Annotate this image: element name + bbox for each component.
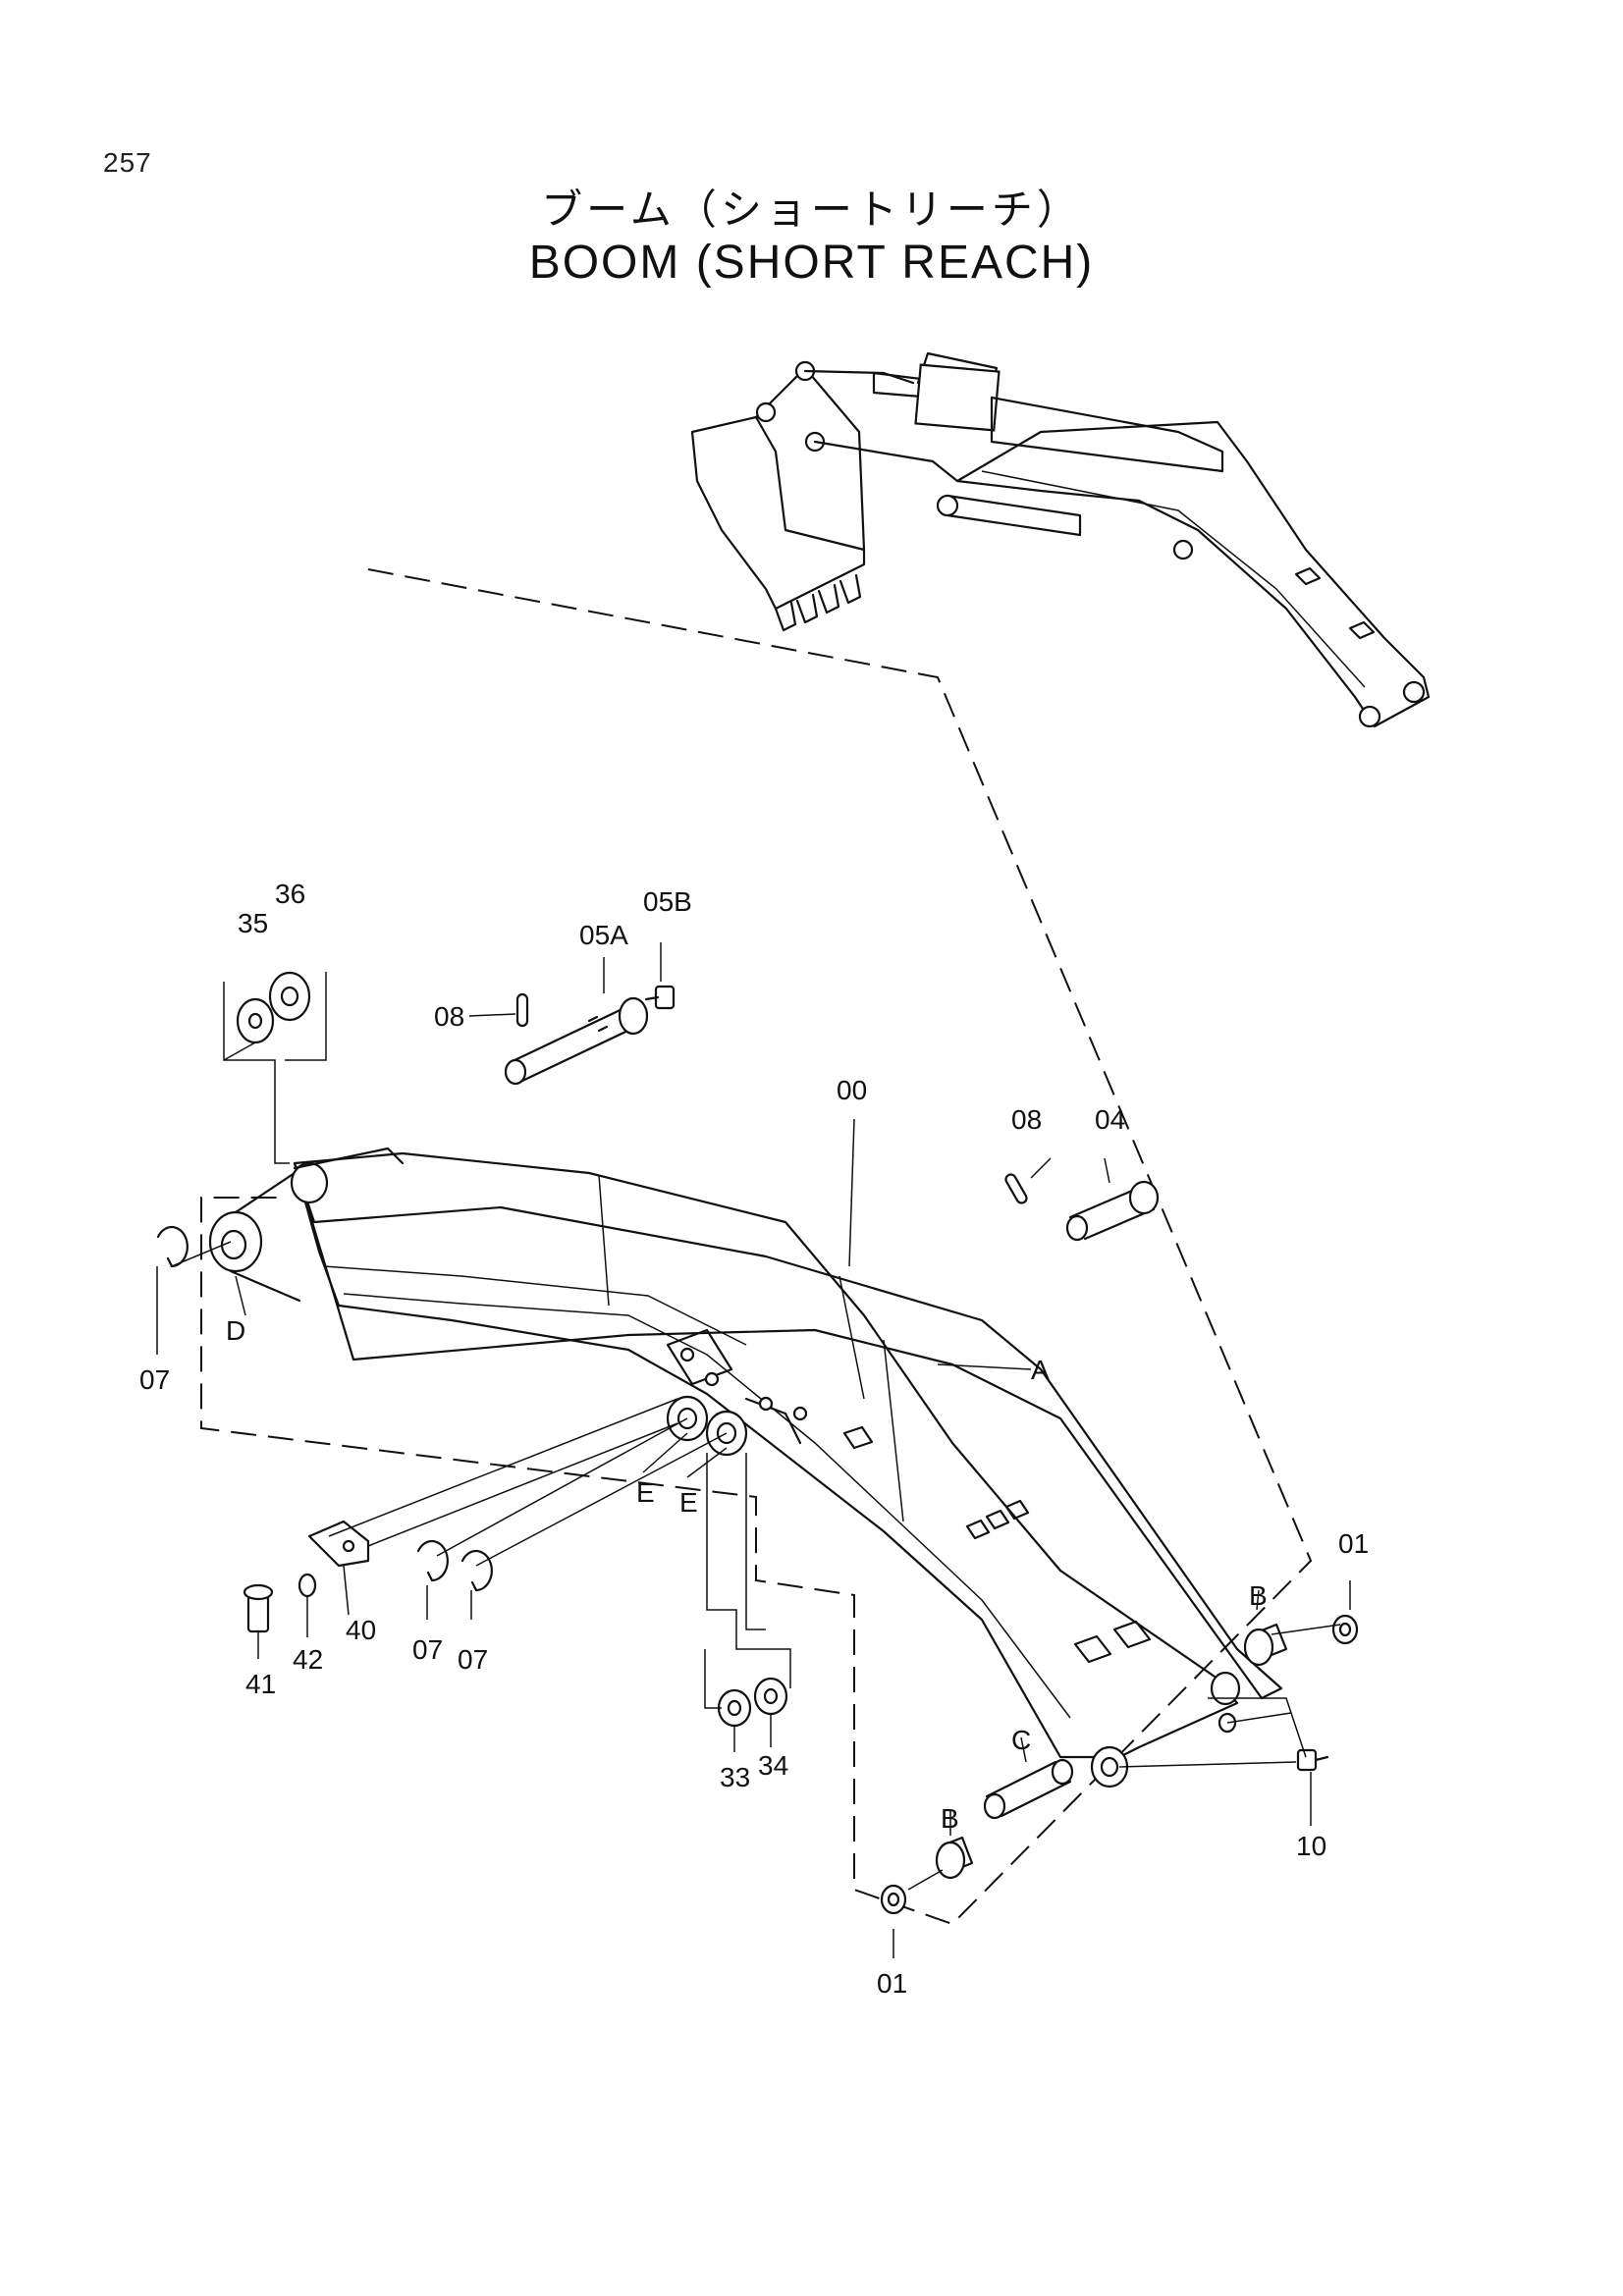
page-number: 257 (103, 147, 152, 178)
nose-bushings-and-pin (880, 1614, 1359, 1915)
callout-36: 36 (275, 879, 305, 909)
callout-D: D (226, 1315, 245, 1346)
callout-05B: 05B (643, 886, 692, 917)
callout-08-right: 08 (1011, 1104, 1042, 1135)
callout-34: 34 (758, 1750, 788, 1781)
callout-01-right: 01 (1338, 1528, 1369, 1559)
callout-35: 35 (238, 908, 268, 938)
leader-lines (156, 942, 1351, 1958)
callout-labels: 36 35 05A 05B 08 00 08 04 A 07 D E E 40 … (139, 879, 1369, 1999)
callout-40: 40 (346, 1615, 376, 1645)
shim-washers-35-36 (236, 971, 311, 1044)
title-english: BOOM (SHORT REACH) (528, 237, 1095, 289)
snap-rings-07 (156, 1225, 493, 1592)
callout-B-lower: B (941, 1803, 959, 1834)
callout-E-1: E (636, 1477, 655, 1508)
callout-07-mid-1: 07 (412, 1634, 443, 1665)
callout-42: 42 (293, 1644, 323, 1675)
assembly-boundary-dashed (200, 568, 1313, 1926)
callout-00: 00 (837, 1075, 867, 1105)
overview-excavator-front-sketch (690, 351, 1431, 728)
plate-bolt-40-41-42 (243, 1520, 370, 1633)
boom-body (208, 1147, 1283, 1789)
shim-washers-33-34 (717, 1677, 788, 1728)
callout-E-2: E (679, 1487, 698, 1518)
callout-C: C (1011, 1725, 1031, 1755)
callout-33: 33 (720, 1762, 750, 1792)
callout-08-upper: 08 (434, 1001, 464, 1032)
callout-B-right: B (1249, 1580, 1268, 1611)
callout-07-mid-2: 07 (458, 1644, 488, 1675)
callout-07-left: 07 (139, 1364, 170, 1395)
callout-A: A (1031, 1355, 1050, 1385)
callout-10: 10 (1296, 1831, 1326, 1861)
callout-01-lower: 01 (877, 1968, 907, 1999)
callout-41: 41 (245, 1669, 276, 1699)
title-japanese: ブーム（ショートリーチ） (541, 186, 1082, 234)
callout-05A: 05A (579, 920, 628, 950)
pin-05A-assembly (504, 985, 676, 1086)
callout-04: 04 (1095, 1104, 1125, 1135)
pin-04-assembly (1004, 1173, 1160, 1242)
